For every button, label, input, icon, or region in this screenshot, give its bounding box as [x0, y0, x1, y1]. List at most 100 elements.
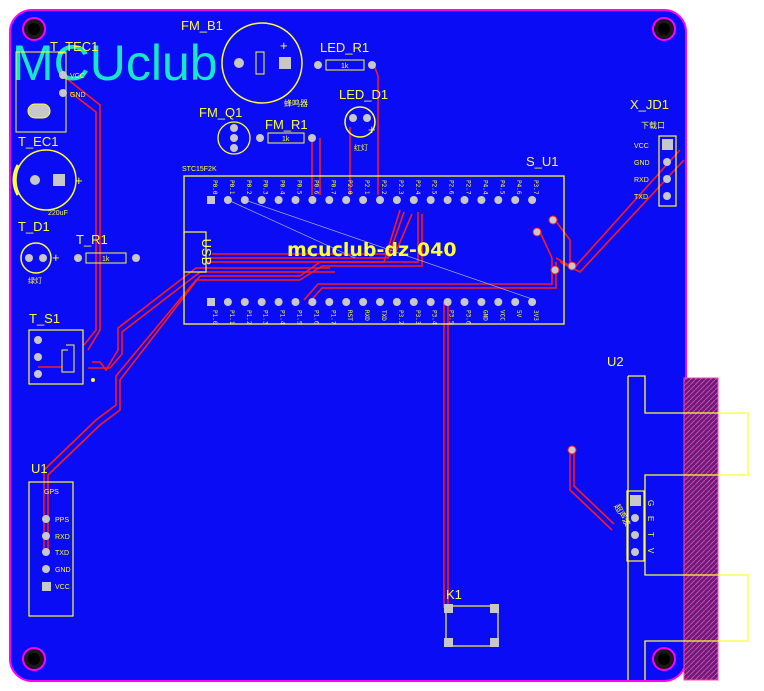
led-d1-label: LED_D1 — [339, 87, 388, 102]
mcu-pin-label: P3.4 — [431, 310, 438, 325]
mcu-pin-label: P2.7 — [465, 180, 472, 195]
t-r1-value: 1k — [102, 256, 110, 263]
mcu-pin-label: 5V — [515, 310, 522, 318]
mcu-pad — [257, 196, 266, 204]
mcu-pin-label: RXD — [363, 310, 370, 321]
mcu-pin-label: P3.2 — [397, 310, 404, 325]
mcu-pad — [511, 196, 520, 204]
t-ec1-value: 220uF — [48, 210, 68, 217]
mcu-pad — [460, 196, 469, 204]
mcu-pad — [494, 298, 503, 306]
module-title: mcuclub-dz-040 — [287, 239, 457, 261]
mcu-pad — [308, 196, 317, 204]
x-jd1-note: 下载口 — [641, 120, 665, 130]
mcu-pad — [443, 298, 452, 306]
mcu-pin-label: P1.3 — [262, 310, 269, 325]
mcu-pin-label: P1.2 — [245, 310, 252, 325]
fm-r1-value: 1k — [282, 136, 290, 143]
mcu-pad — [426, 196, 435, 204]
u1-label: U1 — [31, 461, 48, 476]
mcu-pin-label: P2.0 — [346, 180, 353, 195]
led-d1: LED_D1 + 红灯 — [339, 87, 388, 152]
mcu-pin-label: P0.2 — [245, 180, 252, 195]
mcu-pad — [223, 196, 232, 204]
svg-text:+: + — [368, 122, 376, 137]
mcu-pin-label: GND — [481, 310, 488, 321]
u1-gps: U1 GPS PPS RXD TXD GND VCC — [28, 461, 74, 617]
t-d1-label: T_D1 — [18, 219, 50, 234]
mcu-pad — [342, 298, 351, 306]
mcu-pad — [240, 196, 249, 204]
mcu-pad — [257, 298, 266, 306]
x-jd1-pin-txd: TXD — [634, 194, 648, 201]
led-r1-value: 1k — [341, 63, 349, 70]
mcu-pin-label: P2.6 — [448, 180, 455, 195]
mcu-pad — [291, 196, 300, 204]
mcu-pad — [240, 298, 249, 306]
logo-text: MCUclub — [12, 35, 218, 91]
mcu-pin-label: P3.5 — [448, 310, 455, 325]
s-u1-part: STC15F2K — [182, 166, 217, 173]
x-jd1-pin-vcc: VCC — [634, 143, 649, 150]
u2-label: U2 — [607, 354, 624, 369]
svg-text:+: + — [52, 250, 60, 265]
mcu-pin-label: P3.3 — [414, 310, 421, 325]
mcu-pad — [359, 196, 368, 204]
x-jd1-pin-rxd: RXD — [634, 177, 649, 184]
mcu-pad — [477, 196, 486, 204]
u1-pin-rxd: RXD — [55, 534, 70, 541]
mcu-pin-label: P1.4 — [279, 310, 286, 325]
t-s1-label: T_S1 — [29, 311, 60, 326]
mcu-pin-label: P1.6 — [312, 310, 319, 325]
u2-pin-g: G — [646, 500, 655, 506]
led-r1-label: LED_R1 — [320, 40, 369, 55]
mcu-pad — [477, 298, 486, 306]
t-tec1: T_TEC1 VCC GND — [15, 39, 98, 133]
mcu-pin-label: P0.5 — [296, 180, 303, 195]
mcu-pad — [308, 298, 317, 306]
s-u1-label: S_U1 — [526, 154, 559, 169]
mcu-pin-label: P2.1 — [363, 180, 370, 195]
mcu-pin-label: P1.5 — [296, 310, 303, 325]
u2-keepout — [683, 377, 719, 681]
mcu-pad — [274, 196, 283, 204]
led-r1: LED_R1 1k — [314, 40, 376, 71]
mcu-pad — [392, 298, 401, 306]
u1-pin-gnd: GND — [55, 567, 71, 574]
x-jd1-pin-gnd: GND — [634, 160, 650, 167]
u2-pin-v: V — [646, 548, 655, 554]
mcu-pin-label: P4.4 — [481, 180, 488, 195]
mcu-pad — [528, 298, 537, 306]
mcu-pin-label: P0.6 — [312, 180, 319, 195]
mcu-pin-label: RST — [346, 310, 353, 321]
mcu-pin-label: P2.3 — [397, 180, 404, 195]
svg-text:+: + — [75, 173, 83, 188]
u1-pin-pps: PPS — [55, 517, 69, 524]
board-substrate — [9, 9, 687, 682]
mcu-pin-label: P1.1 — [228, 310, 235, 325]
fm-r1: FM_R1 1k — [256, 117, 316, 144]
vias — [532, 215, 577, 455]
t-s1: T_S1 — [28, 311, 95, 385]
mcu-pad — [325, 196, 334, 204]
mcu-pin-label: P4.6 — [515, 180, 522, 195]
usb-label: USB — [199, 239, 214, 266]
mounting-holes — [22, 17, 676, 671]
t-r1: T_R1 1k — [74, 232, 140, 264]
mcu-pad — [460, 298, 469, 306]
mcu-pin-label: P2.5 — [431, 180, 438, 195]
k1-button: K1 — [444, 587, 499, 647]
mcu-pin-label: P2.4 — [414, 180, 421, 195]
t-ec1: T_EC1 + 220uF — [12, 134, 83, 217]
x-jd1-label: X_JD1 — [630, 97, 669, 112]
fm-b1: FM_B1 + 蜂鸣器 — [181, 18, 308, 108]
svg-text:+: + — [280, 38, 288, 53]
t-tec1-pin-gnd: GND — [70, 92, 86, 99]
mcu-pin-label: P0.7 — [329, 180, 336, 195]
mcu-pin-label: P2.2 — [380, 180, 387, 195]
copper-traces — [38, 64, 685, 608]
